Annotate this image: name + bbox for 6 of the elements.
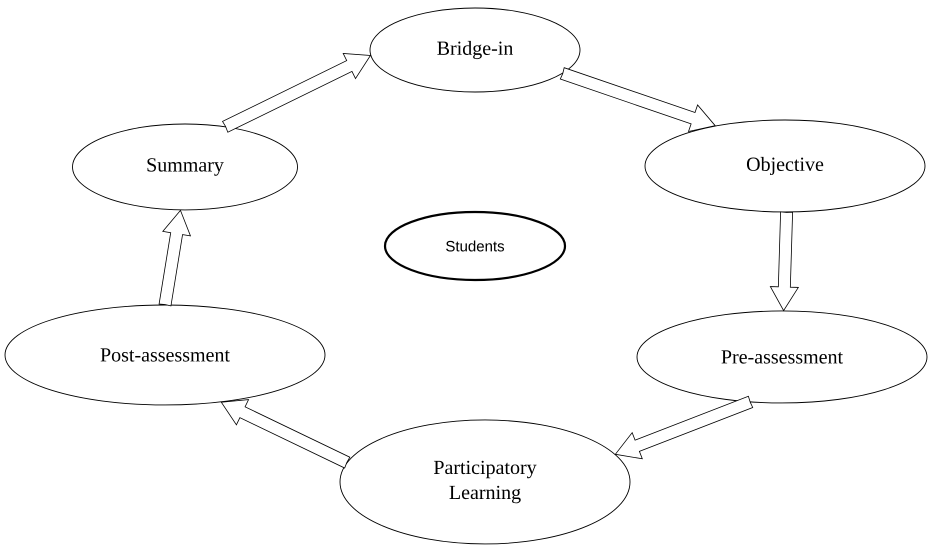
block-arrow [560,67,716,132]
block-arrow [770,211,800,312]
block-arrow [222,52,372,133]
block-arrow [614,396,754,460]
block-arrow [220,399,350,469]
block-arrow [158,210,192,306]
